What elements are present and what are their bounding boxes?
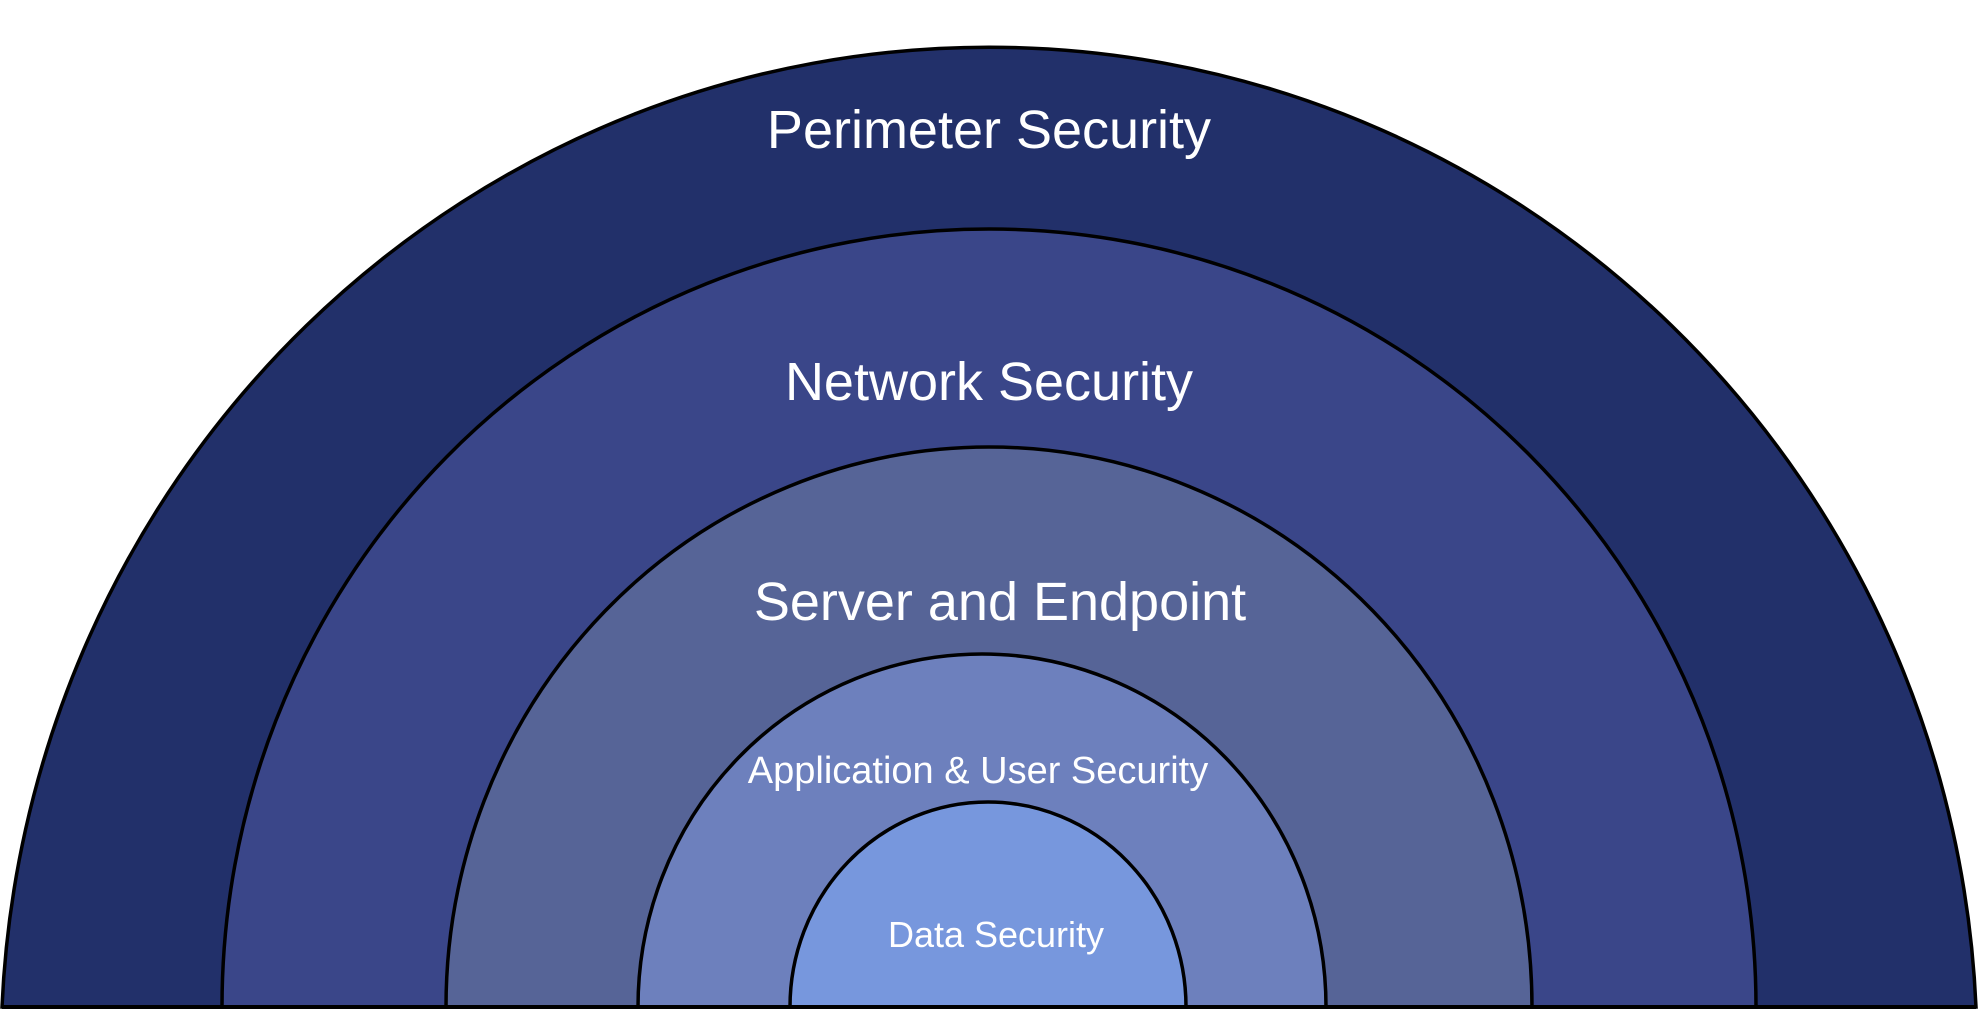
label-data-security: Data Security [888,914,1104,955]
label-perimeter-security: Perimeter Security [767,100,1211,160]
layer-arc-data [788,800,1188,1009]
label-network-security: Network Security [785,352,1193,412]
label-server-and-endpoint: Server and Endpoint [754,572,1246,632]
label-application-user-security: Application & User Security [748,750,1208,792]
